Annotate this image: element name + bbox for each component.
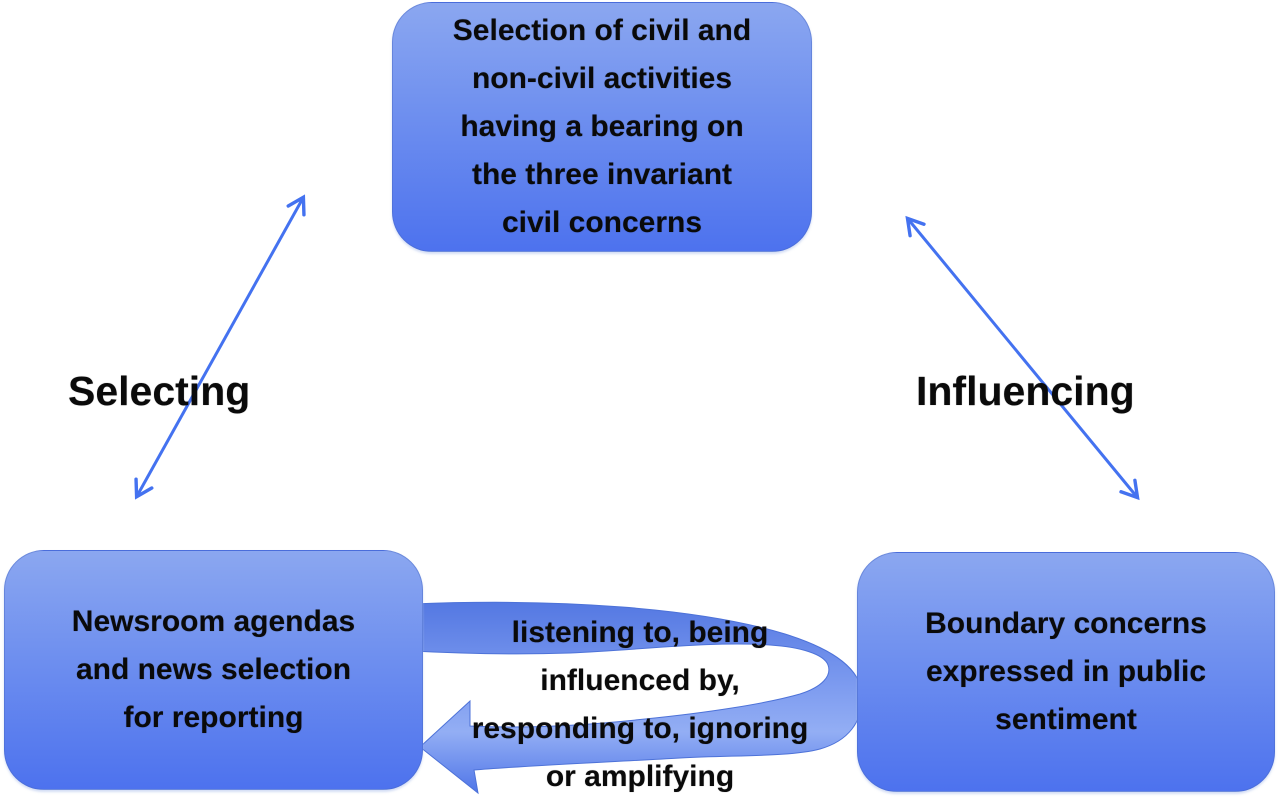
influencing-arrow — [905, 215, 1140, 501]
label-influencing: Influencing — [916, 368, 1135, 414]
box-newsroom-agendas-text: Newsroom agendas and news selection for … — [71, 605, 356, 734]
curved-arrow-label: listening to, being influenced by, respo… — [471, 616, 809, 793]
feedback-curved-arrow — [411, 601, 863, 795]
box-selection-activities-text: Selection of civil and non-civil activit… — [452, 14, 752, 239]
box-newsroom-agendas: Newsroom agendas and news selection for … — [4, 550, 423, 790]
box-boundary-concerns: Boundary concerns expressed in public se… — [857, 552, 1275, 792]
label-selecting: Selecting — [68, 368, 251, 414]
selecting-arrow — [134, 194, 306, 500]
box-boundary-concerns-text: Boundary concerns expressed in public se… — [925, 607, 1207, 736]
box-selection-activities: Selection of civil and non-civil activit… — [392, 2, 812, 252]
